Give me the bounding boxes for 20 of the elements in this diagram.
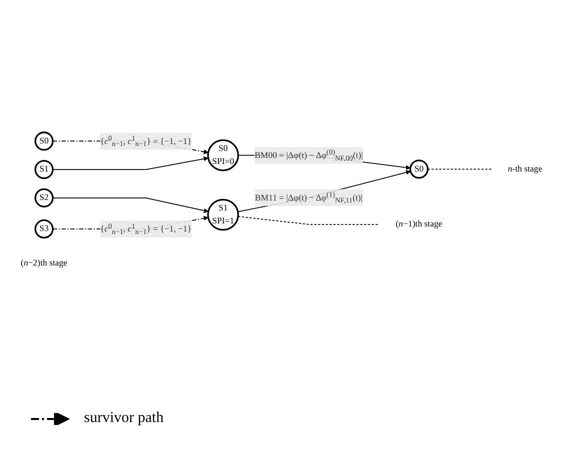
edge-label: {c$^{0}$$_{n−1}$, c$^{1}$$_{n−1}$} = {−1, −1} (100, 221, 192, 236)
node-text: (n−2)th stage (20, 258, 68, 268)
legend-text: survivor path (84, 410, 164, 427)
node-circle: S1 SPI=1 (207, 198, 239, 230)
connector (238, 216, 380, 225)
connector (427, 168, 492, 170)
node-circle: S2 (34, 188, 54, 208)
node-circle: S0 (34, 131, 54, 150)
edge-label: BM11 = |Δφ(t) − Δφ$^{(1)}$$_{NF,11}$(t)| (254, 190, 363, 204)
arrow (237, 170, 411, 212)
node-circle: S0 SPI=0 (207, 139, 239, 171)
node-text: n-th stage (508, 164, 542, 174)
node-circle: S1 (34, 160, 54, 179)
arrow (52, 197, 209, 213)
node-circle: S3 (34, 219, 54, 238)
node-circle: S0 (409, 159, 429, 178)
arrow (52, 156, 208, 170)
edge-label: BM00 = |Δφ(t) − Δφ$^{(0)}$$_{NF,00}$(t)| (254, 148, 363, 162)
node-text: (n−1)th stage (396, 219, 442, 228)
edge-label: {c$^{0}$$_{n−1}$, c$^{1}$$_{n−1}$} = {−1, −1} (100, 134, 192, 148)
